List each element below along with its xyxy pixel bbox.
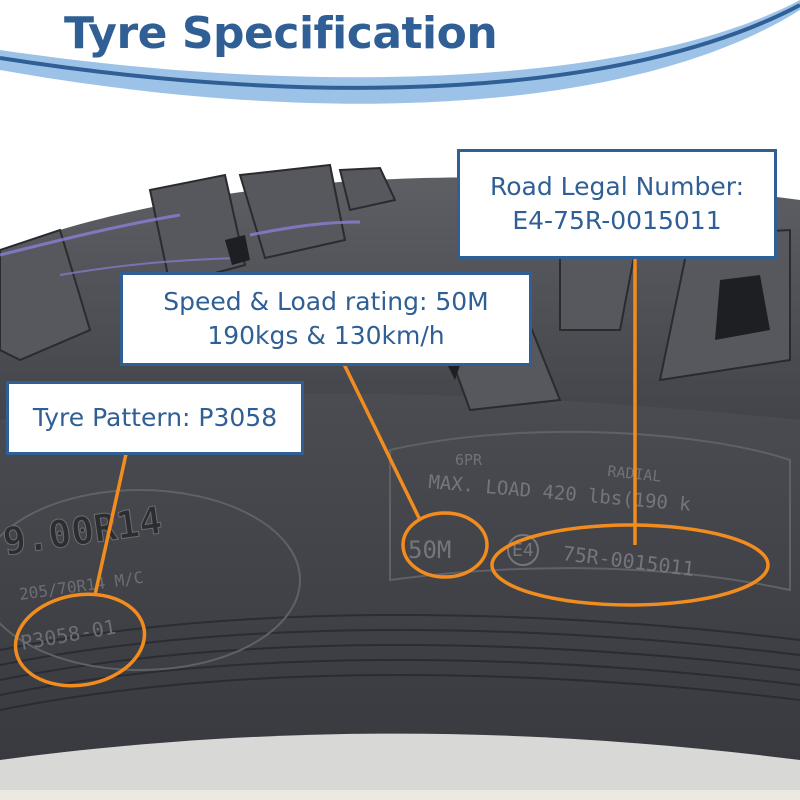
pattern-highlight xyxy=(13,592,147,688)
page-title: Tyre Specification xyxy=(64,8,498,59)
tyre-approval-mark-text: E4 xyxy=(512,540,534,561)
pattern-leader-line xyxy=(93,444,130,596)
road-legal-value: E4-75R-0015011 xyxy=(512,206,722,235)
speed-load-label: Speed & Load rating: 50M xyxy=(163,287,489,316)
road-legal-label: Road Legal Number: xyxy=(489,172,745,201)
tyre-ply-text: 6PR xyxy=(455,451,483,469)
speed-load-leader-line xyxy=(340,359,422,521)
speed-load-value: 190kgs & 130km/h xyxy=(207,321,445,350)
speed-load-callout: Speed & Load rating: 50M 190kgs & 130km/… xyxy=(120,272,532,366)
header-arc-line xyxy=(0,3,800,90)
tyre-pattern-label: Tyre Pattern: P3058 xyxy=(32,403,278,432)
road-legal-highlight xyxy=(490,523,770,607)
header-arc-white xyxy=(0,0,800,78)
tyre-speed-load-code-text: 50M xyxy=(408,536,451,564)
road-legal-callout: Road Legal Number: E4-75R-0015011 xyxy=(457,149,777,259)
tyre-pattern-callout: Tyre Pattern: P3058 xyxy=(6,381,304,455)
approval-mark-ring xyxy=(507,534,539,566)
speed-load-highlight xyxy=(401,511,489,579)
